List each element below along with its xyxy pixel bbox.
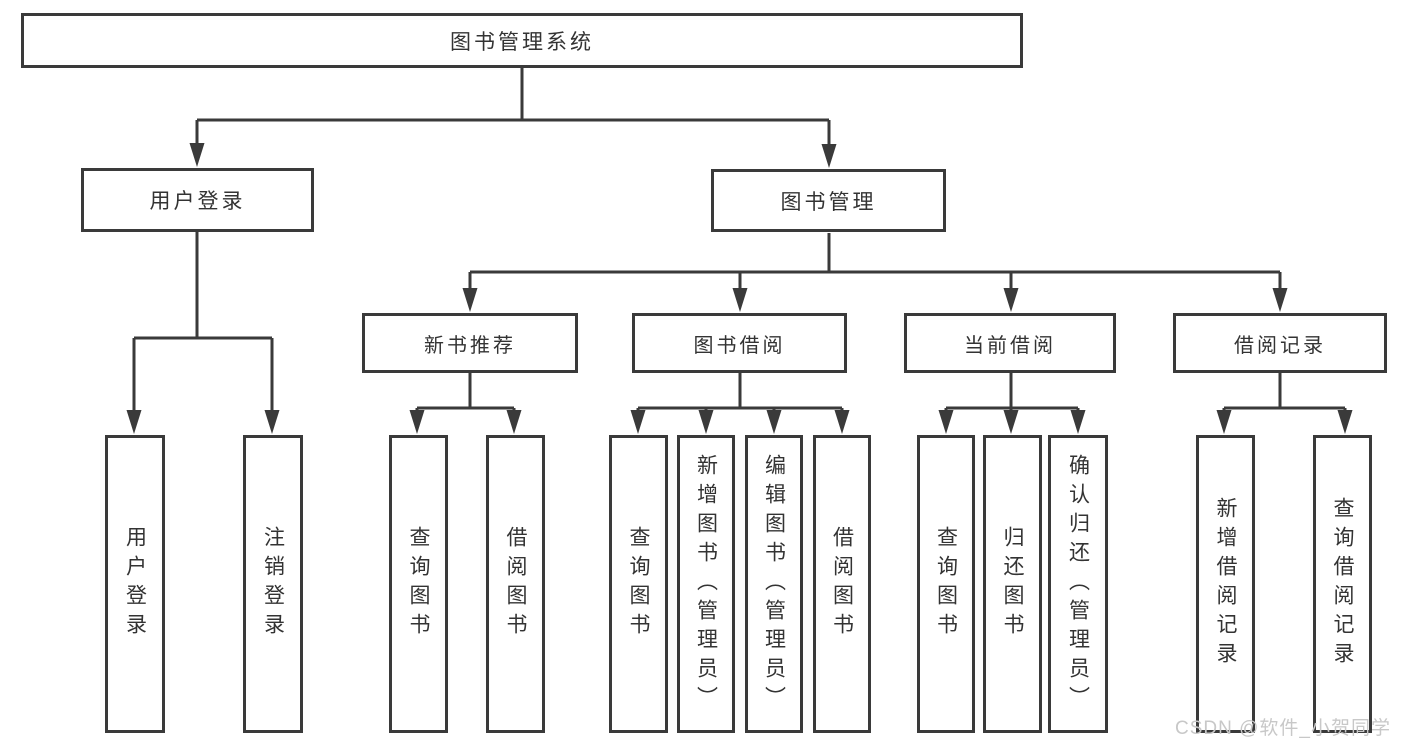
arrowheads [126,143,1353,434]
leaf-add-borrow-record: 新增借阅记录 [1196,435,1255,733]
leaf-borrow-books-borrowing: 借阅图书 [813,435,871,733]
node-book-management: 图书管理 [711,169,946,232]
leaf-confirm-return-admin: 确认归还（管理员） [1048,435,1108,733]
leaf-logout-login: 注销登录 [243,435,303,733]
leaf-user-login: 用户登录 [105,435,165,733]
node-book-borrowing: 图书借阅 [632,313,847,373]
leaf-query-borrow-record: 查询借阅记录 [1313,435,1372,733]
leaf-return-books: 归还图书 [983,435,1042,733]
node-root: 图书管理系统 [21,13,1023,68]
leaf-query-books-recommend: 查询图书 [389,435,448,733]
leaf-borrow-books-recommend: 借阅图书 [486,435,545,733]
node-current-borrowing: 当前借阅 [904,313,1116,373]
node-user-login: 用户登录 [81,168,314,232]
leaf-query-books-borrowing: 查询图书 [609,435,668,733]
watermark: CSDN @软件_小贺同学 [1175,718,1391,739]
leaf-query-books-current: 查询图书 [917,435,975,733]
leaf-add-books-admin: 新增图书（管理员） [677,435,735,733]
leaf-edit-books-admin: 编辑图书（管理员） [745,435,803,733]
node-new-book-recommendation: 新书推荐 [362,313,578,373]
node-borrowing-records: 借阅记录 [1173,313,1387,373]
